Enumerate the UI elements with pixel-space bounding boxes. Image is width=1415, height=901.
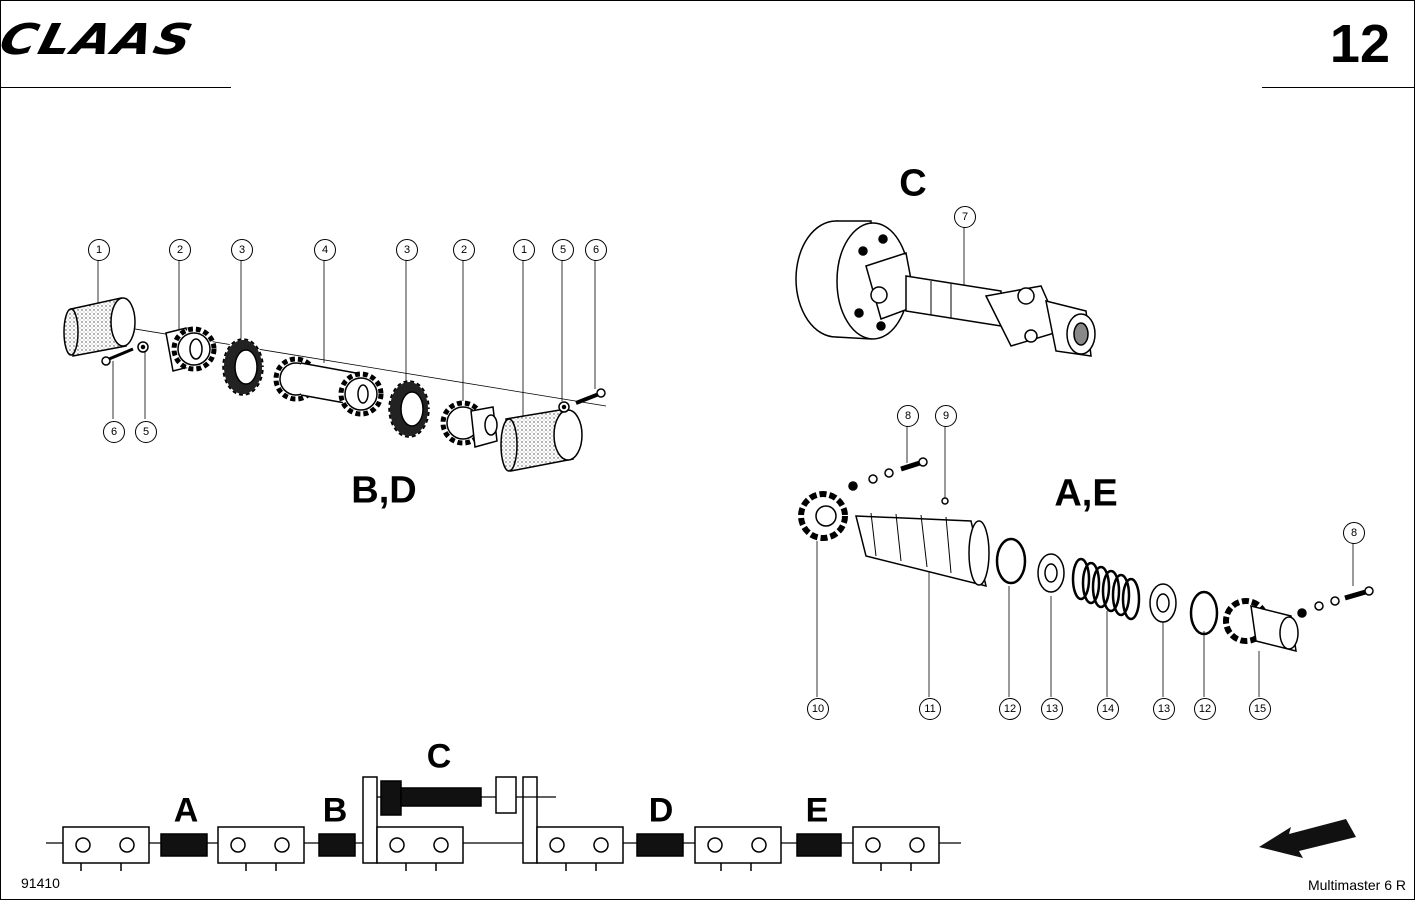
gearbox-unit <box>217 826 305 871</box>
driveline-label-b: B <box>322 791 348 830</box>
callout-shaft: 4 <box>314 239 336 261</box>
splined-shaft <box>855 512 990 588</box>
callout-snap-ring: 12 <box>1194 698 1216 720</box>
callout-bushing: 1 <box>513 239 535 261</box>
callout-sprocket-hub: 2 <box>453 239 475 261</box>
callout-washer: 13 <box>1041 698 1063 720</box>
chain-ring-right <box>388 380 430 438</box>
group-label-ae: A,E <box>1054 472 1118 515</box>
gearbox-unit-main <box>362 776 464 871</box>
driveline-label-c: C <box>426 737 452 776</box>
group-label-c: C <box>899 162 927 205</box>
bushing-right <box>500 408 583 472</box>
header-rule-right <box>1262 87 1414 88</box>
callout-bushing: 1 <box>88 239 110 261</box>
callout-bolt: 8 <box>1343 522 1365 544</box>
callout-bolt: 6 <box>585 239 607 261</box>
callout-grease-nipple: 9 <box>935 405 957 427</box>
callout-chain-ring: 3 <box>396 239 418 261</box>
gearbox-unit <box>62 826 150 871</box>
callout-washer: 13 <box>1153 698 1175 720</box>
drawing-number: 91410 <box>21 875 60 891</box>
gearbox-unit <box>694 826 782 871</box>
chain-ring-left <box>222 338 264 396</box>
group-ae-parts <box>798 426 1374 697</box>
direction-arrow-icon <box>1259 819 1356 858</box>
page-number: 12 <box>1329 14 1390 74</box>
driveline-schematic <box>46 776 961 871</box>
sprocket-hub-right <box>440 400 498 448</box>
driveline-label-e: E <box>805 791 829 830</box>
gearbox-unit-main <box>522 776 624 871</box>
shaft-double-sprocket <box>273 356 384 417</box>
callout-hub-nut: 10 <box>807 698 829 720</box>
callout-spring: 14 <box>1097 698 1119 720</box>
callout-bolt: 8 <box>897 405 919 427</box>
callout-drive-shaft: 7 <box>954 206 976 228</box>
header-rule-left <box>1 87 231 88</box>
group-c-parts <box>795 220 1096 357</box>
group-label-bd: B,D <box>351 469 417 512</box>
callout-washer: 5 <box>552 239 574 261</box>
callout-snap-ring: 12 <box>999 698 1021 720</box>
hub-nut-left <box>798 491 848 541</box>
sprocket-hub-left <box>165 326 217 372</box>
group-bd-parts <box>63 259 607 472</box>
callout-sprocket-hub: 2 <box>169 239 191 261</box>
callout-washer: 5 <box>135 421 157 443</box>
driveline-label-a: A <box>173 791 199 830</box>
bushing-left <box>63 297 136 357</box>
hub-nut-right <box>1223 598 1299 652</box>
callout-splined-shaft: 11 <box>919 698 941 720</box>
model-name: Multimaster 6 R <box>1307 877 1406 893</box>
driveline-label-d: D <box>648 791 674 830</box>
compression-spring <box>1071 557 1141 621</box>
callout-bolt: 6 <box>103 421 125 443</box>
callout-chain-ring: 3 <box>231 239 253 261</box>
gearbox-unit <box>852 826 940 871</box>
callout-hub: 15 <box>1249 698 1271 720</box>
